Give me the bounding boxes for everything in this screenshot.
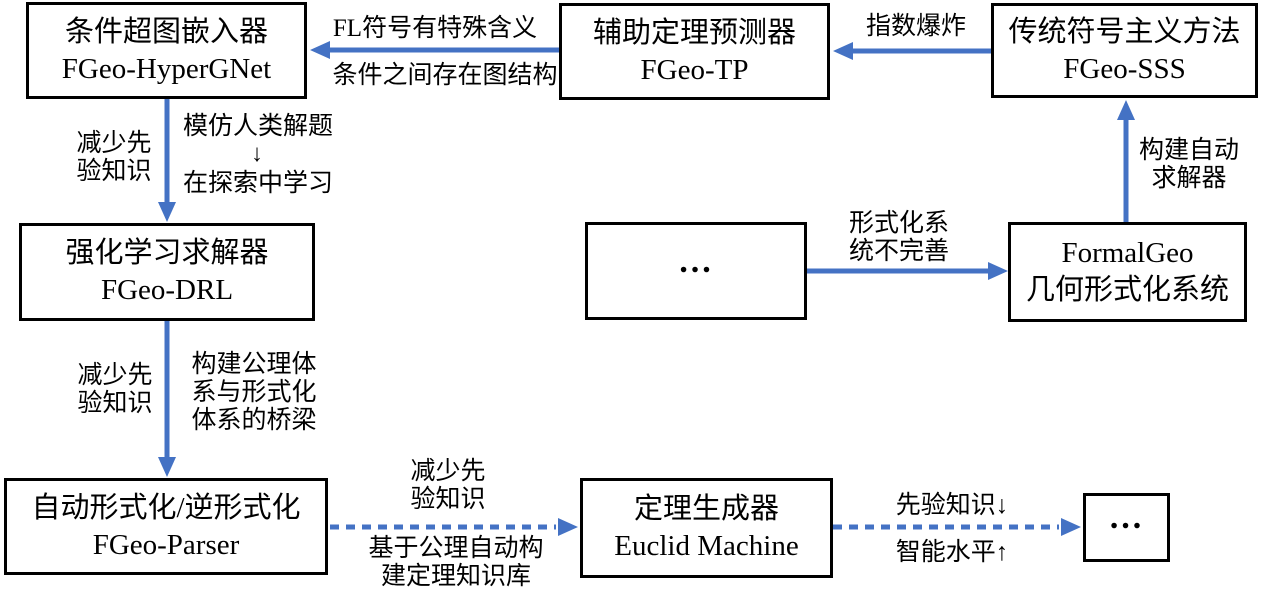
node-title: 辅助定理预测器: [592, 16, 796, 49]
node-subtitle: FGeo-TP: [640, 53, 749, 86]
arrow-parser-to-euclid: [330, 518, 578, 536]
node-title: 强化学习求解器: [65, 237, 269, 270]
ellipsis-text: …: [1108, 499, 1145, 537]
node-formalgeo: FormalGeo 几何形式化系统: [1008, 222, 1247, 322]
arrow-euclid-to-dots: [833, 518, 1081, 536]
node-fgeo-drl: 强化学习求解器 FGeo-DRL: [19, 223, 315, 321]
node-euclid-machine: 定理生成器 Euclid Machine: [580, 478, 833, 578]
node-title: 定理生成器: [633, 493, 779, 526]
edge-label-axiom-formal-bridge: 构建公理体 系与形式化 体系的桥梁: [191, 351, 317, 434]
node-subtitle: FGeo-DRL: [100, 274, 234, 306]
edge-label-learn-in-exploration: 在探索中学习: [182, 170, 333, 197]
down-arrow-glyph: ↓: [251, 141, 263, 167]
arrow-tp-to-hypergnet: [310, 41, 559, 59]
edge-label-formal-system-incomplete: 形式化系 统不完善: [848, 210, 949, 265]
node-title: 传统符号主义方法: [1008, 15, 1241, 48]
arrow-formalgeo-to-sss: [1117, 100, 1135, 222]
edge-label-axiom-theorem-kb: 基于公理自动构 建定理知识库: [368, 535, 544, 590]
edge-label-prior-knowledge-down: 先验知识↓: [895, 492, 1009, 519]
edge-label-exponential-explosion: 指数爆炸: [865, 13, 966, 40]
edge-label-build-auto-solver: 构建自动 求解器: [1138, 137, 1239, 192]
node-title: FormalGeo: [1061, 237, 1194, 270]
node-ellipsis-middle: …: [585, 222, 807, 320]
arrow-drl-to-parser: [158, 321, 176, 477]
edge-label-reduce-prior-2: 减少先 验知识: [77, 362, 153, 417]
node-ellipsis-end: …: [1083, 493, 1170, 562]
node-title: 条件超图嵌入器: [64, 15, 268, 48]
edge-label-intelligence-up: 智能水平↑: [895, 539, 1009, 566]
node-subtitle: 几何形式化系统: [1025, 274, 1229, 306]
ellipsis-text: …: [678, 242, 714, 280]
node-subtitle: FGeo-Parser: [92, 528, 240, 561]
arrow-dots-to-formalgeo: [807, 262, 1008, 280]
node-fgeo-sss: 传统符号主义方法 FGeo-SSS: [991, 3, 1258, 98]
edge-label-reduce-prior-3: 减少先 验知识: [410, 458, 486, 513]
edge-label-fl-special-meaning: FL符号有特殊含义: [332, 15, 538, 42]
arrow-hypergnet-to-drl: [158, 99, 176, 222]
arrow-sss-to-tp: [833, 42, 991, 60]
edge-label-graph-structure: 条件之间存在图结构: [332, 62, 558, 89]
node-fgeo-tp: 辅助定理预测器 FGeo-TP: [559, 3, 830, 100]
node-fgeo-hypergnet: 条件超图嵌入器 FGeo-HyperGNet: [26, 2, 307, 99]
node-fgeo-parser: 自动形式化/逆形式化 FGeo-Parser: [4, 478, 328, 575]
node-subtitle: Euclid Machine: [614, 530, 799, 562]
node-title: 自动形式化/逆形式化: [31, 491, 301, 524]
edge-label-imitate-human: 模仿人类解题: [182, 113, 333, 140]
node-subtitle: FGeo-HyperGNet: [61, 52, 272, 85]
edge-label-reduce-prior-1: 减少先 验知识: [76, 130, 152, 185]
node-subtitle: FGeo-SSS: [1063, 52, 1186, 85]
